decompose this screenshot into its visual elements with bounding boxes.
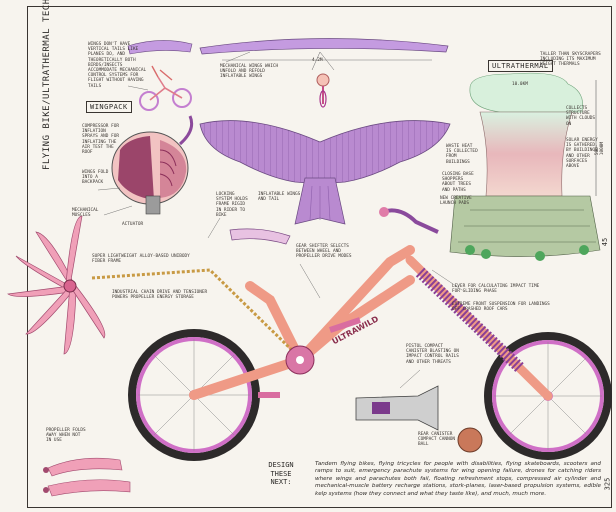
page-number: 325 [603,478,611,491]
folded-propeller-sketch [43,458,130,496]
label-compressor: COMPRESSOR FOR INFLATION SPRAYS AND FOR … [82,124,120,155]
label-mechanical-wings: MECHANICAL WINGS WHICH UNFOLD AND REFOLD… [220,64,290,80]
label-ext-suspension: EXTREME FRONT SUSPENSION FOR LANDINGS OF… [452,302,552,312]
label-gear-shifter: GEAR SHIFTER SELECTS BETWEEN WHEEL AND P… [296,244,358,260]
label-actuator: ACTUATOR [122,222,156,227]
side-number: 45 [601,238,609,246]
label-industrial-chain: INDUSTRIAL CHAIN DRIVE AND TENSIONER POW… [112,290,208,300]
propeller [8,216,105,354]
label-rear-canister: REAR CANISTER COMPACT CANNON BALL [418,432,458,448]
design-next-description: Tandem flying bikes, flying tricycles fo… [315,461,601,498]
label-locking: LOCKING SYSTEM HOLDS FRAME RIGID IN RIDE… [216,192,252,218]
label-lever: LEVER FOR CALCULATING IMPACT TIME FOR GL… [452,284,548,294]
label-super-light: SUPER LIGHTWEIGHT ALLOY-BASED UNIBODY FI… [92,254,192,264]
label-wings-vertical: WINGS DON'T HAVE VERTICAL TAILS LIKE PLA… [88,42,150,89]
wingpack-tag: WINGPACK [86,101,132,113]
design-next-heading: DESIGN THESE NEXT: [258,461,304,487]
label-collects: COLLECTS STRUCTURE WITH CLOUDS ON [566,106,600,127]
label-wings-fold: WINGS FOLD INTO A BACKPACK [82,170,112,186]
label-inflatable-wings: INFLATABLE WINGS AND TAIL [258,192,304,202]
label-km-width: 10.0KM [512,82,534,87]
label-pistol: PISTOL COMPACT CANISTER BLASTING ON IMPA… [406,344,464,365]
label-cooling: CLOSING BASE SHOPPERS ABOUT TREES AND PA… [442,172,478,193]
design-next-box: DESIGN THESE NEXT: [255,456,306,498]
label-solar: SOLAR ENERGY IS GATHERED BY BUILDINGS AN… [566,138,598,169]
label-taller-than: TALLER THAN SKYSCRAPERS INCLUDING ITS MA… [540,52,602,68]
label-launch-pods: NEW CREATIVE LAUNCH PADS [440,196,484,206]
label-mech-muscles: MECHANICAL MUSCLES [72,208,106,218]
wingpack-cutaway [112,116,192,214]
label-exhaust: WASTE HEAT IS COLLECTED FROM BUILDINGS [446,144,480,165]
label-wing-width: 4.2M [312,58,332,63]
label-propeller-folds: PROPELLER FOLDS AWAY WHEN NOT IN USE [46,428,88,444]
label-height: 500-1000M [595,135,605,155]
